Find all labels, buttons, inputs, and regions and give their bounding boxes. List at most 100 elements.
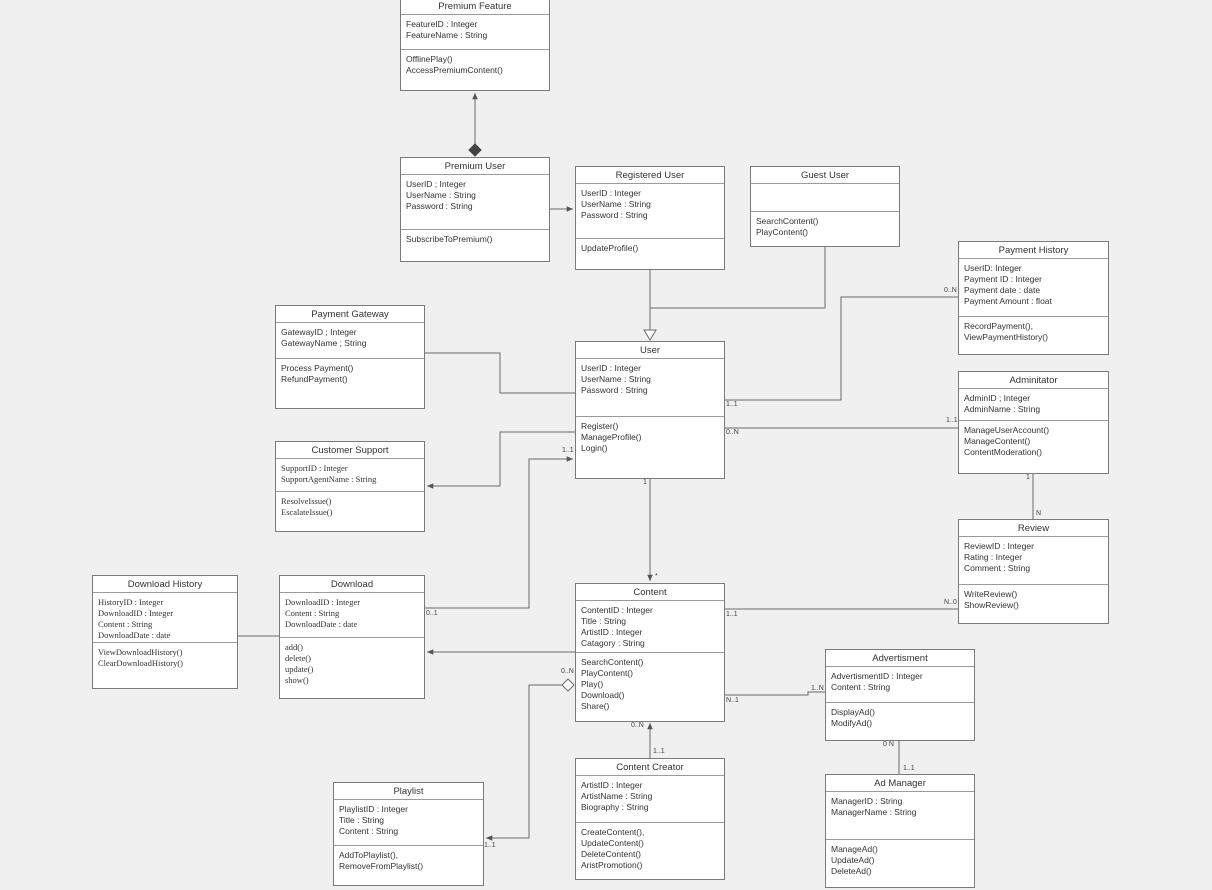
class-name: Payment History: [959, 242, 1108, 259]
attribute: Payment Amount : float: [964, 296, 1052, 306]
attribute: Title : String: [339, 815, 385, 825]
attribute: FeatureName : String: [406, 30, 488, 40]
attribute: DownloadID : Integer: [98, 608, 174, 618]
attribute: UserName : String: [581, 374, 651, 384]
multiplicity-label: 1: [643, 479, 647, 486]
attributes-compartment: [751, 184, 899, 212]
guest-generalization-line: [650, 246, 826, 309]
multiplicity-label: *: [655, 573, 658, 580]
attribute: Rating : Integer: [964, 552, 1023, 562]
operation: Login(): [581, 443, 608, 453]
class-name: Review: [959, 520, 1108, 537]
multiplicity-label: 1..1: [946, 417, 958, 424]
class-name: Customer Support: [276, 442, 424, 459]
operations-compartment: SearchContent()PlayContent()Play()Downlo…: [576, 653, 724, 716]
operation: ManageContent(): [964, 436, 1031, 446]
attribute: DownloadID : Integer: [285, 597, 361, 607]
attribute: ArtistName : String: [581, 791, 653, 801]
operation: show(): [285, 675, 309, 685]
operation: DeleteContent(): [581, 849, 642, 859]
operations-compartment: Register()ManageProfile()Login(): [576, 417, 724, 458]
attribute: FeatureID : Integer: [406, 19, 478, 29]
multiplicity-label: 0..N: [944, 287, 957, 294]
multiplicity-label: 1..N: [811, 685, 824, 692]
operation: ManageProfile(): [581, 432, 642, 442]
operation: ViewDownloadHistory(): [98, 647, 183, 657]
operation: RefundPayment(): [281, 374, 348, 384]
operation: add(): [285, 642, 303, 652]
attribute: SupportID : Integer: [281, 463, 348, 473]
attribute: UserID: Integer: [964, 263, 1022, 273]
class-name: Payment Gateway: [276, 306, 424, 323]
attribute: SupportAgentName : String: [281, 474, 377, 484]
multiplicity-label: 1..1: [653, 748, 665, 755]
operation: WriteReview(): [964, 589, 1018, 599]
aggregation-diamond: [561, 678, 575, 692]
download-user-line: [425, 456, 573, 609]
attribute: HistoryID : Integer: [98, 597, 164, 607]
operations-compartment: OfflinePlay()AccessPremiumContent(): [401, 50, 549, 80]
class-name: Download History: [93, 576, 237, 593]
operation: ModifyAd(): [831, 718, 873, 728]
attribute: GatewayID ; Integer: [281, 327, 357, 337]
attribute: Content : String: [339, 826, 399, 836]
operation: DeleteAd(): [831, 866, 872, 876]
class-name: Ad Manager: [826, 775, 974, 792]
operation: AccessPremiumContent(): [406, 65, 503, 75]
class-name: Premium Feature: [401, 0, 549, 15]
attribute: UserName : String: [581, 199, 651, 209]
operation: PlayContent(): [756, 227, 808, 237]
operation: Share(): [581, 701, 610, 711]
attribute: ContentID : Integer: [581, 605, 653, 615]
attribute: Biography : String: [581, 802, 649, 812]
content-ad-line: [725, 691, 825, 696]
attribute: Content : String: [285, 608, 340, 618]
attribute: Password : String: [406, 201, 473, 211]
operation: UpdateProfile(): [581, 243, 639, 253]
class-name: User: [576, 342, 724, 359]
multiplicity-label: 1..1: [484, 842, 496, 849]
operation: update(): [285, 664, 314, 674]
operations-compartment: Process Payment()RefundPayment(): [276, 359, 424, 389]
attribute: UserID : Integer: [581, 188, 641, 198]
operation: delete(): [285, 653, 311, 663]
multiplicity-label: 1..1: [562, 447, 574, 454]
content-playlist-line: [486, 684, 562, 841]
attribute: ArtistID : Integer: [581, 627, 643, 637]
attribute: ReviewID : Integer: [964, 541, 1034, 551]
composition-diamond: [468, 143, 482, 157]
attribute: DownloadDate : date: [285, 619, 358, 629]
operations-compartment: RecordPayment(),ViewPaymentHistory(): [959, 317, 1108, 347]
multiplicity-label: N: [1036, 510, 1042, 517]
operation: ResolveIssue(): [281, 496, 332, 506]
attribute: AdminID ; Integer: [964, 393, 1031, 403]
operation: CreateContent(),: [581, 827, 645, 837]
attribute: AdminName : String: [964, 404, 1041, 414]
attribute: GatewayName ; String: [281, 338, 367, 348]
multiplicity-label: 1..1: [903, 765, 915, 772]
class-name: Content: [576, 584, 724, 601]
multiplicity-label: 1..1: [726, 611, 738, 618]
class-name: Adminitator: [959, 372, 1108, 389]
